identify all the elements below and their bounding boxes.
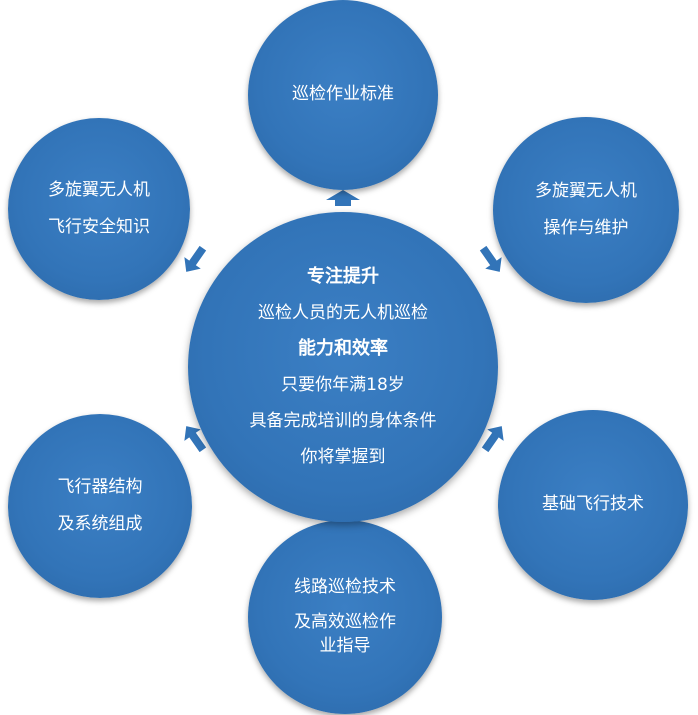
node-label: 巡检作业标准 [292,84,394,105]
center-heading: 专注提升 [307,266,379,287]
node-aircraft-structure: 飞行器结构 及系统组成 [8,414,192,598]
arrow-lower-left-icon [184,426,207,453]
node-label: 基础飞行技术 [542,494,644,515]
node-basic-flight: 基础飞行技术 [498,410,688,600]
node-label: 线路巡检技术 [294,577,396,598]
node-inspection-standards: 巡检作业标准 [248,0,438,190]
node-label: 飞行器结构 [57,476,143,497]
node-label: 多旋翼无人机 [48,179,150,200]
arrow-up-icon [326,190,360,206]
node-line-inspection: 线路巡检技术 及高效巡检作 业指导 [248,520,442,714]
center-line: 具备完成培训的身体条件 [249,411,437,431]
node-label: 操作与维护 [543,218,629,238]
center-line: 巡检人员的无人机巡检 [258,303,428,323]
center-heading: 能力和效率 [298,338,388,359]
node-label: 飞行安全知识 [48,217,150,237]
arrow-upper-left-icon [184,245,207,272]
node-operation-maintenance: 多旋翼无人机 操作与维护 [493,117,679,303]
node-label: 业指导 [319,635,371,656]
center-node: 专注提升 巡检人员的无人机巡检 能力和效率 只要你年满18岁 具备完成培训的身体… [188,212,498,522]
node-label: 多旋翼无人机 [535,180,637,201]
center-line: 你将掌握到 [300,447,386,467]
arrow-lower-right-icon [481,426,504,453]
node-label: 及系统组成 [57,514,143,534]
node-flight-safety: 多旋翼无人机 飞行安全知识 [8,118,190,300]
arrow-upper-right-icon [479,245,502,272]
node-label: 及高效巡检作 [294,612,396,633]
center-line: 只要你年满18岁 [281,375,405,395]
